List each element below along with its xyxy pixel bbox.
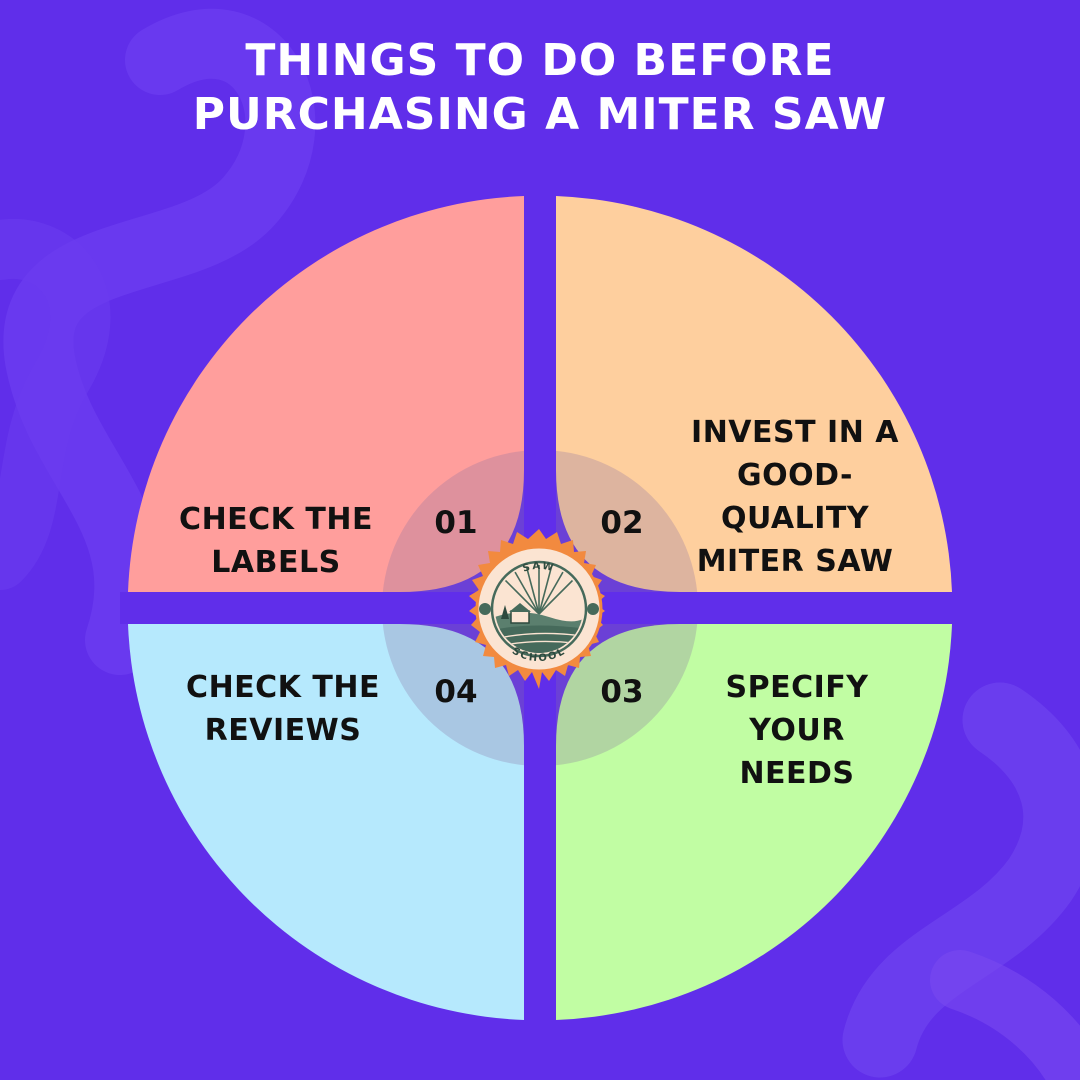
quadrant-01 [128, 196, 524, 592]
title-line-2: PURCHASING A MITER SAW [192, 89, 888, 140]
logo-top-text: SAW [521, 561, 554, 575]
step-01-number: 01 [434, 505, 478, 541]
saw-school-logo: SAW SCHOOL [449, 519, 629, 699]
quadrant-02 [556, 196, 952, 592]
step-04-label: CHECK THE REVIEWS [186, 670, 380, 748]
quadrant-04 [128, 624, 524, 1020]
step-02-label: INVEST IN A GOOD- QUALITY MITER SAW [691, 415, 899, 579]
step-03-label: SPECIFY YOUR NEEDS [725, 670, 869, 791]
page-title: THINGS TO DO BEFORE PURCHASING A MITER S… [0, 34, 1080, 142]
title-line-1: THINGS TO DO BEFORE [245, 35, 835, 86]
svg-text:SAW: SAW [521, 561, 556, 575]
step-01-label: CHECK THE LABELS [179, 502, 373, 580]
step-02-number: 02 [600, 505, 644, 541]
step-04-number: 04 [434, 674, 478, 710]
quadrant-03 [556, 624, 952, 1020]
step-03-number: 03 [600, 674, 644, 710]
